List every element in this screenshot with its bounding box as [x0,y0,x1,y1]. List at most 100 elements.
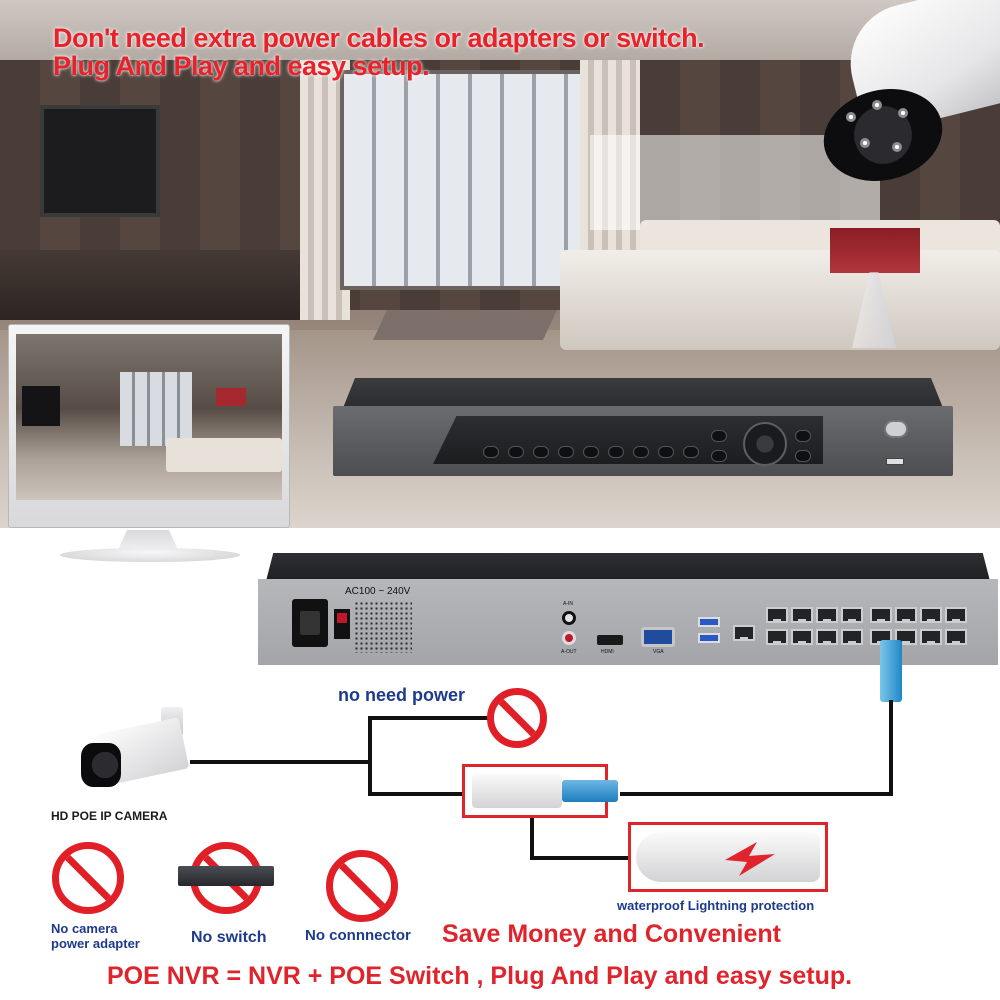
lightning-icon [725,842,775,876]
ir-led-icon [872,100,882,110]
poe-port-icon [945,607,967,623]
nvr-rear-panel: AC100 ~ 240V A-IN A-OUT HDMI VGA [258,553,998,665]
nvr-button [795,430,811,442]
ir-led-icon [892,142,902,152]
lan-port-icon [733,625,755,641]
nvr-button [483,446,499,458]
screen-lamp [216,388,246,406]
waterproof-label: waterproof Lightning protection [617,898,815,913]
nvr-button [683,446,699,458]
poe-port-icon [816,607,838,623]
wire [620,792,893,796]
wire [190,760,370,764]
nvr-direction-pad [743,422,787,466]
power-switch-icon [334,609,350,639]
poe-port-icon [841,629,863,645]
usb-port-icon [698,633,720,643]
wire [368,792,464,796]
bullet-camera-image [808,0,1000,194]
sofa [560,250,1000,350]
nvr-rear-top [266,553,990,581]
nvr-button [558,446,574,458]
camera-lens [81,743,121,787]
no-connector-icon [326,850,398,922]
nvr-button [583,446,599,458]
monitor-screen [16,334,282,500]
nvr-front-panel [333,378,953,476]
poe-port-icon [841,607,863,623]
vga-port-icon [641,627,675,647]
coffee-table [373,310,557,340]
switch-device-icon [178,866,274,886]
nvr-button [633,446,649,458]
power-button-icon [884,420,908,438]
nvr-button [608,446,624,458]
screen-sofa [166,438,282,472]
poe-port-icon [766,607,788,623]
headline: Don't need extra power cables or adapter… [53,23,705,81]
ir-led-icon [860,138,870,148]
wire [530,856,630,860]
benefit-no-connector: No connnector [305,927,411,944]
screen-tv [22,386,60,426]
poe-port-icon [791,607,813,623]
power-supply [292,599,412,653]
headline-line-2: Plug And Play and easy setup. [53,51,430,81]
poe-camera-image [75,707,195,792]
audio-out-jack-icon [562,631,576,645]
tv-cabinet [0,250,300,320]
poe-port-icon [816,629,838,645]
benefit-no-switch: No switch [191,929,267,946]
rj45-plug-icon [562,780,618,802]
audio-in-jack-icon [562,611,576,625]
nvr-top-cover [343,378,943,408]
waterproof-highlight-box [628,822,828,892]
benefit-label-line: power adapter [51,936,140,951]
hdmi-label: HDMI [601,649,614,655]
audio-in-label: A-IN [563,601,573,607]
vga-label: VGA [653,649,664,655]
nvr-button [711,430,727,442]
poe-port-icon [920,629,942,645]
equation-text: POE NVR = NVR + POE Switch , Plug And Pl… [107,962,853,990]
monitor [8,324,290,528]
poe-port-icon [870,607,892,623]
hdmi-port-icon [597,635,623,645]
monitor-base [60,548,240,562]
poe-port-icon [945,629,967,645]
poe-port-icon [766,629,788,645]
headline-line-1: Don't need extra power cables or adapter… [53,23,705,53]
benefit-label-line: No camera [51,921,118,936]
wire [368,716,372,796]
no-power-label: no need power [338,685,466,705]
usb-port-icon [698,617,720,627]
wire [530,816,534,860]
lamp-shade [830,228,920,273]
nvr-button [711,450,727,462]
monitor-neck [118,530,178,550]
poe-port-icon [895,607,917,623]
wire [368,716,488,720]
usb-port-icon [886,458,904,465]
screen-window [120,372,192,446]
waterproof-connector-icon [636,832,820,882]
benefit-no-adapter: No camera power adapter [51,921,140,951]
power-socket-icon [292,599,328,647]
nvr-button [533,446,549,458]
poe-coupler-icon [472,774,562,808]
ir-led-icon [846,112,856,122]
poe-port-icon [920,607,942,623]
wire [889,700,893,796]
wall-tv [40,105,160,217]
no-power-adapter-icon [487,688,547,748]
nvr-button [795,450,811,462]
network-cable-plug [880,640,902,702]
save-money-text: Save Money and Convenient [442,920,781,948]
voltage-label: AC100 ~ 240V [345,586,411,597]
audio-out-label: A-OUT [561,649,577,655]
camera-label: HD POE IP CAMERA [51,809,168,823]
fan-vent-icon [354,601,412,653]
window [340,70,590,290]
poe-port-icon [791,629,813,645]
no-camera-adapter-icon [52,842,124,914]
